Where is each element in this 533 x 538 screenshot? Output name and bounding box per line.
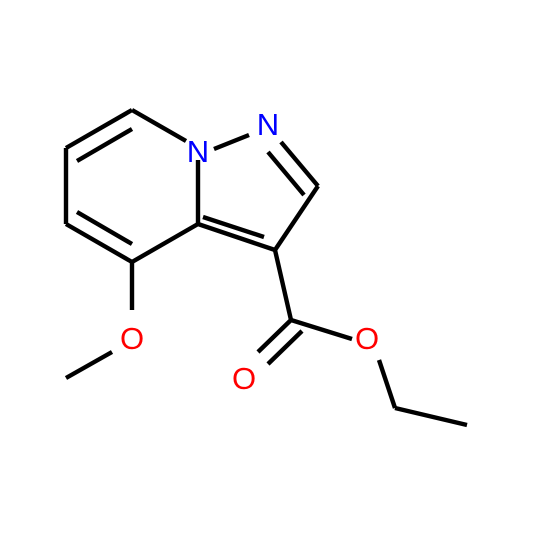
bond-c6-n — [130, 108, 188, 143]
bond-c3-c3a — [197, 221, 276, 253]
bond-c8-c9-double — [75, 210, 134, 246]
bond-lines — [63, 108, 468, 428]
bond-c7-c6-double — [75, 127, 134, 163]
bond-c-o-double-a — [256, 318, 293, 354]
atom-o-ester-label: O — [355, 321, 379, 356]
bond-c3-c3 — [273, 184, 320, 252]
atom-o-carbonyl-label: O — [232, 361, 256, 396]
bond-c-oester — [290, 317, 353, 342]
atom-n1-label: N — [187, 134, 209, 169]
bond-c3-c3a-double — [202, 214, 265, 240]
bond-c7-c6 — [64, 108, 134, 150]
bond-c-o-double-b — [266, 329, 304, 366]
bond-c9-c3a — [130, 222, 200, 264]
bond-oester-ch2 — [376, 359, 398, 409]
bond-ch2-ch3 — [394, 405, 468, 428]
bond-c8-c9 — [64, 222, 134, 264]
bond-c3-ccarbonyl — [272, 249, 294, 321]
bond-omethoxy-ch3 — [64, 350, 114, 380]
bond-n-n — [213, 132, 250, 152]
atom-n2-label: N — [257, 107, 279, 142]
bond-n2-c3 — [279, 140, 320, 188]
atom-o-methoxy-label: O — [120, 321, 144, 356]
bond-n2-c3-double — [266, 150, 306, 197]
